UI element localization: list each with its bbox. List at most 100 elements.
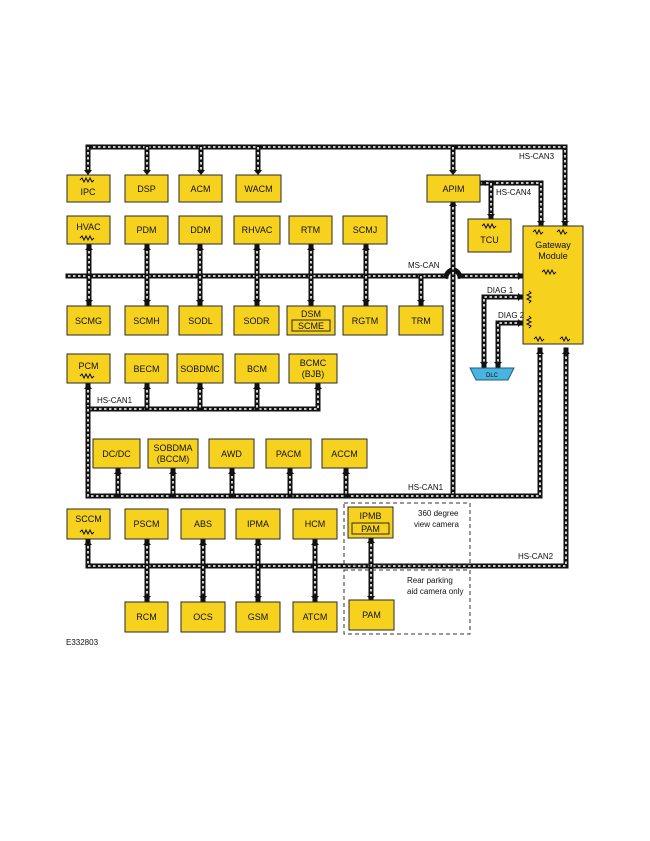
module-dsp-label: DSP bbox=[137, 184, 156, 194]
module-pscm-label: PSCM bbox=[133, 519, 159, 529]
bus-label-hs-can1-lower: HS-CAN1 bbox=[408, 483, 444, 492]
module-scmg-label: SCMG bbox=[75, 316, 102, 326]
module-ddm-label: DDM bbox=[190, 225, 211, 235]
module-gateway: Gateway Module bbox=[522, 225, 584, 345]
module-abs: ABS bbox=[180, 508, 226, 540]
module-awd-label: AWD bbox=[221, 449, 242, 459]
rear-camera-group bbox=[343, 569, 471, 635]
module-trm-label: TRM bbox=[411, 316, 431, 326]
gateway-label-line1: Gateway bbox=[535, 240, 571, 250]
module-ocs: OCS bbox=[180, 601, 226, 633]
module-dcdc-label: DC/DC bbox=[102, 449, 131, 459]
module-hvac: HVAC bbox=[66, 215, 111, 245]
module-scme-label: SCME bbox=[298, 321, 324, 331]
rear-camera-note-line1: Rear parking bbox=[407, 576, 453, 585]
module-ipma-label: IPMA bbox=[247, 519, 269, 529]
dlc-connector: DLC bbox=[469, 367, 515, 381]
module-pcm-label: PCM bbox=[79, 361, 99, 371]
module-accm-label: ACCM bbox=[331, 449, 358, 459]
module-sobdma-label-line2: (BCCM) bbox=[157, 454, 190, 464]
module-sodl: SODL bbox=[178, 305, 223, 336]
module-bcmc-label-line1: BCMC bbox=[300, 358, 327, 368]
module-ipmb: IPMB PAM bbox=[347, 506, 394, 539]
module-pam: PAM bbox=[348, 599, 395, 631]
module-pdm-label: PDM bbox=[137, 225, 157, 235]
module-hcm-label: HCM bbox=[305, 519, 326, 529]
module-sobdma: SOBDMA (BCCM) bbox=[147, 438, 199, 469]
module-becm: BECM bbox=[124, 353, 169, 384]
gateway-label-line2: Module bbox=[538, 251, 568, 261]
bus-label-hs-can2: HS-CAN2 bbox=[518, 552, 554, 561]
module-rcm-label: RCM bbox=[136, 612, 157, 622]
module-pcm: PCM bbox=[66, 353, 111, 384]
module-sodr-label: SODR bbox=[243, 316, 270, 326]
bus-label-diag2: DIAG 2 bbox=[498, 311, 525, 320]
bus-label-hs-can4: HS-CAN4 bbox=[496, 188, 532, 197]
module-pacm-label: PACM bbox=[276, 449, 301, 459]
module-rgtm-label: RGTM bbox=[352, 316, 379, 326]
module-tcu: TCU bbox=[467, 218, 512, 253]
module-dsm: DSM SCME bbox=[286, 305, 336, 336]
module-tcu-label: TCU bbox=[480, 235, 499, 245]
module-ocs-label: OCS bbox=[193, 612, 213, 622]
rear-camera-note-line2: aid camera only bbox=[407, 587, 463, 596]
module-apim: APIM bbox=[426, 174, 481, 203]
module-sodr: SODR bbox=[233, 305, 280, 336]
module-ipmb-pam-label: PAM bbox=[361, 524, 380, 534]
module-ipc: IPC bbox=[66, 174, 111, 203]
module-accm: ACCM bbox=[321, 438, 368, 469]
module-scmh: SCMH bbox=[124, 305, 169, 336]
module-sobdmc: SOBDMC bbox=[176, 353, 224, 384]
module-bcmc-label-line2: (BJB) bbox=[302, 369, 325, 379]
module-wacm-label: WACM bbox=[244, 184, 272, 194]
module-acm: ACM bbox=[178, 174, 223, 203]
camera-360-note-line1: 360 degree bbox=[418, 509, 459, 518]
camera-360-note-line2: view camera bbox=[414, 520, 459, 529]
module-rhvac: RHVAC bbox=[233, 215, 281, 245]
bus-label-hs-can1-upper: HS-CAN1 bbox=[97, 396, 133, 405]
module-rhvac-label: RHVAC bbox=[242, 225, 273, 235]
module-sccm-label: SCCM bbox=[75, 514, 102, 524]
module-scmj: SCMJ bbox=[342, 215, 388, 245]
module-ipc-label: IPC bbox=[80, 187, 96, 197]
module-apim-label: APIM bbox=[442, 184, 464, 194]
module-pam-label: PAM bbox=[362, 610, 381, 620]
module-acm-label: ACM bbox=[191, 184, 211, 194]
module-wacm: WACM bbox=[235, 174, 282, 203]
module-rtm-label: RTM bbox=[301, 225, 320, 235]
module-atcm-label: ATCM bbox=[303, 612, 328, 622]
module-pacm: PACM bbox=[265, 438, 312, 469]
camera-360-group bbox=[343, 502, 471, 566]
module-dcdc: DC/DC bbox=[92, 438, 141, 469]
module-rtm: RTM bbox=[288, 215, 333, 245]
module-ipmb-label: IPMB bbox=[359, 511, 381, 521]
module-ddm: DDM bbox=[178, 215, 223, 245]
module-scmh-label: SCMH bbox=[133, 316, 160, 326]
module-bcm-label: BCM bbox=[247, 364, 267, 374]
module-sccm: SCCM bbox=[66, 508, 111, 540]
module-pdm: PDM bbox=[124, 215, 169, 245]
module-dsm-label: DSM bbox=[301, 309, 321, 319]
bus-label-ms-can: MS-CAN bbox=[408, 261, 440, 270]
module-sobdma-label-line1: SOBDMA bbox=[153, 443, 192, 453]
figure-id: E332803 bbox=[66, 638, 99, 647]
module-bcm: BCM bbox=[234, 353, 280, 384]
module-bcmc: BCMC (BJB) bbox=[288, 353, 338, 384]
dlc-label: DLC bbox=[486, 373, 499, 379]
module-abs-label: ABS bbox=[194, 519, 212, 529]
module-pscm: PSCM bbox=[124, 508, 169, 540]
bus-label-diag1: DIAG 1 bbox=[487, 286, 514, 295]
module-rcm: RCM bbox=[124, 601, 169, 633]
module-gsm-label: GSM bbox=[248, 612, 269, 622]
module-ipma: IPMA bbox=[235, 508, 281, 540]
module-awd: AWD bbox=[208, 438, 255, 469]
module-scmg: SCMG bbox=[66, 305, 111, 336]
module-sodl-label: SODL bbox=[188, 316, 213, 326]
bus-label-hs-can3: HS-CAN3 bbox=[519, 152, 555, 161]
module-hvac-label: HVAC bbox=[76, 222, 101, 232]
module-rgtm: RGTM bbox=[342, 305, 388, 336]
module-becm-label: BECM bbox=[133, 364, 159, 374]
module-atcm: ATCM bbox=[292, 601, 338, 633]
module-gsm: GSM bbox=[235, 601, 281, 633]
